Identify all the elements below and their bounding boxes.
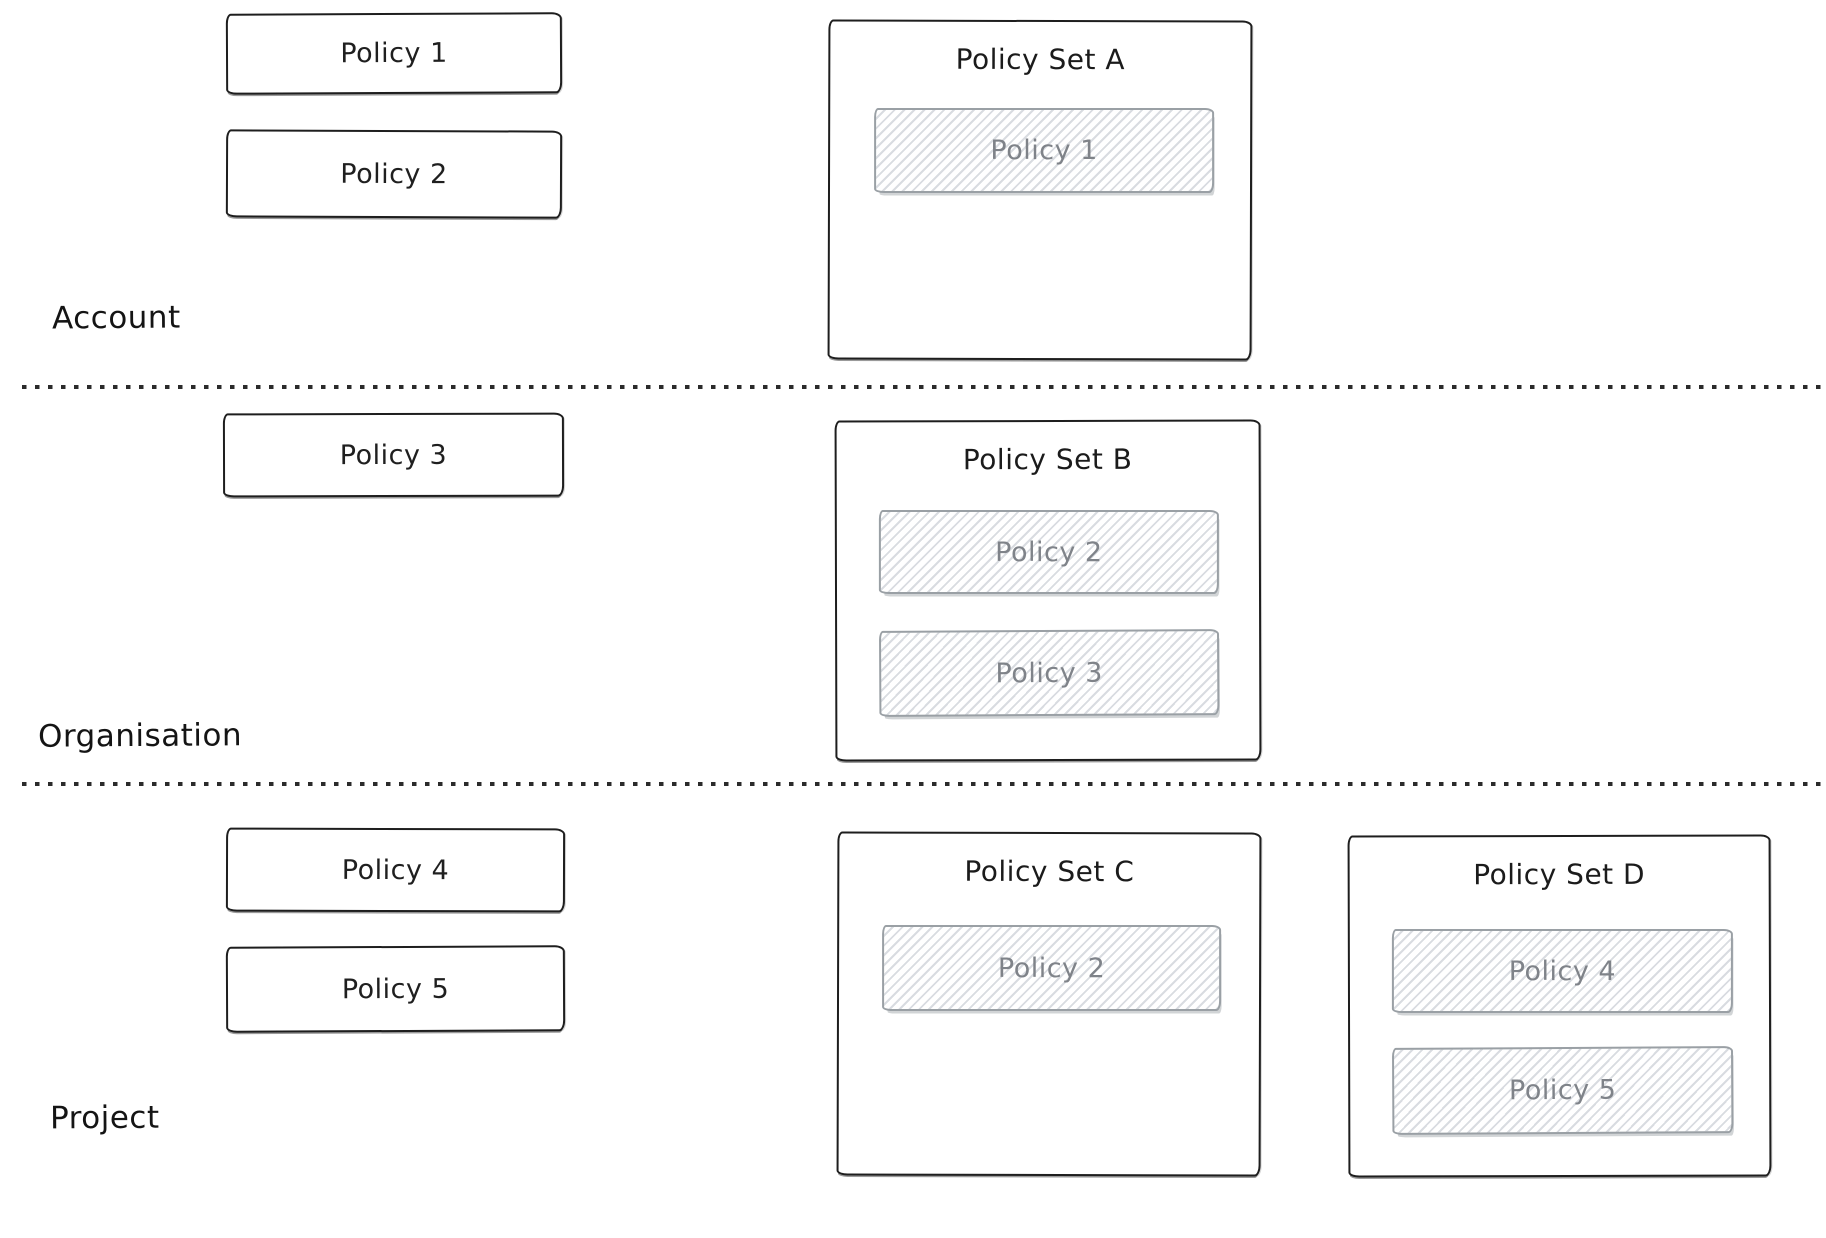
policy-label: Policy 2 [995, 536, 1103, 568]
policy-label: Policy 2 [340, 158, 448, 190]
section-divider [22, 782, 1826, 786]
policy-set-title: Policy Set C [964, 854, 1135, 889]
policy-set-title: Policy Set D [1473, 857, 1646, 892]
policy-label: Policy 5 [1508, 1074, 1617, 1107]
section-divider [22, 385, 1826, 389]
policy-set-member: Policy 1 [874, 108, 1215, 194]
policy-set-member: Policy 3 [878, 629, 1220, 717]
section-label-organisation: Organisation [37, 717, 243, 755]
policy-set-b: Policy Set B Policy 2 Policy 3 [834, 419, 1262, 762]
standalone-policy-box: Policy 3 [222, 412, 565, 498]
policy-label: Policy 5 [341, 973, 450, 1005]
policy-label: Policy 1 [990, 135, 1098, 167]
policy-label: Policy 4 [1508, 955, 1617, 987]
policy-set-d: Policy Set D Policy 4 Policy 5 [1347, 834, 1772, 1178]
standalone-policy-box: Policy 4 [225, 827, 566, 913]
policy-set-member: Policy 2 [882, 925, 1222, 1012]
policy-label: Policy 2 [997, 952, 1106, 984]
policy-set-title: Policy Set B [962, 442, 1133, 477]
section-label-project: Project [49, 1099, 160, 1137]
policy-set-title: Policy Set A [955, 42, 1126, 77]
standalone-policy-box: Policy 2 [225, 129, 563, 219]
policy-set-c: Policy Set C Policy 2 [836, 831, 1262, 1177]
policy-set-a: Policy Set A Policy 1 [827, 19, 1253, 361]
policy-label: Policy 3 [339, 439, 448, 471]
policy-label: Policy 3 [995, 657, 1104, 689]
policy-label: Policy 4 [341, 854, 450, 886]
policy-set-member: Policy 5 [1391, 1046, 1734, 1135]
standalone-policy-box: Policy 5 [225, 945, 566, 1033]
policy-label: Policy 1 [340, 37, 448, 70]
policy-set-member: Policy 2 [878, 509, 1219, 594]
section-label-account: Account [51, 299, 181, 337]
standalone-policy-box: Policy 1 [225, 12, 563, 95]
policy-set-member: Policy 4 [1391, 928, 1733, 1013]
